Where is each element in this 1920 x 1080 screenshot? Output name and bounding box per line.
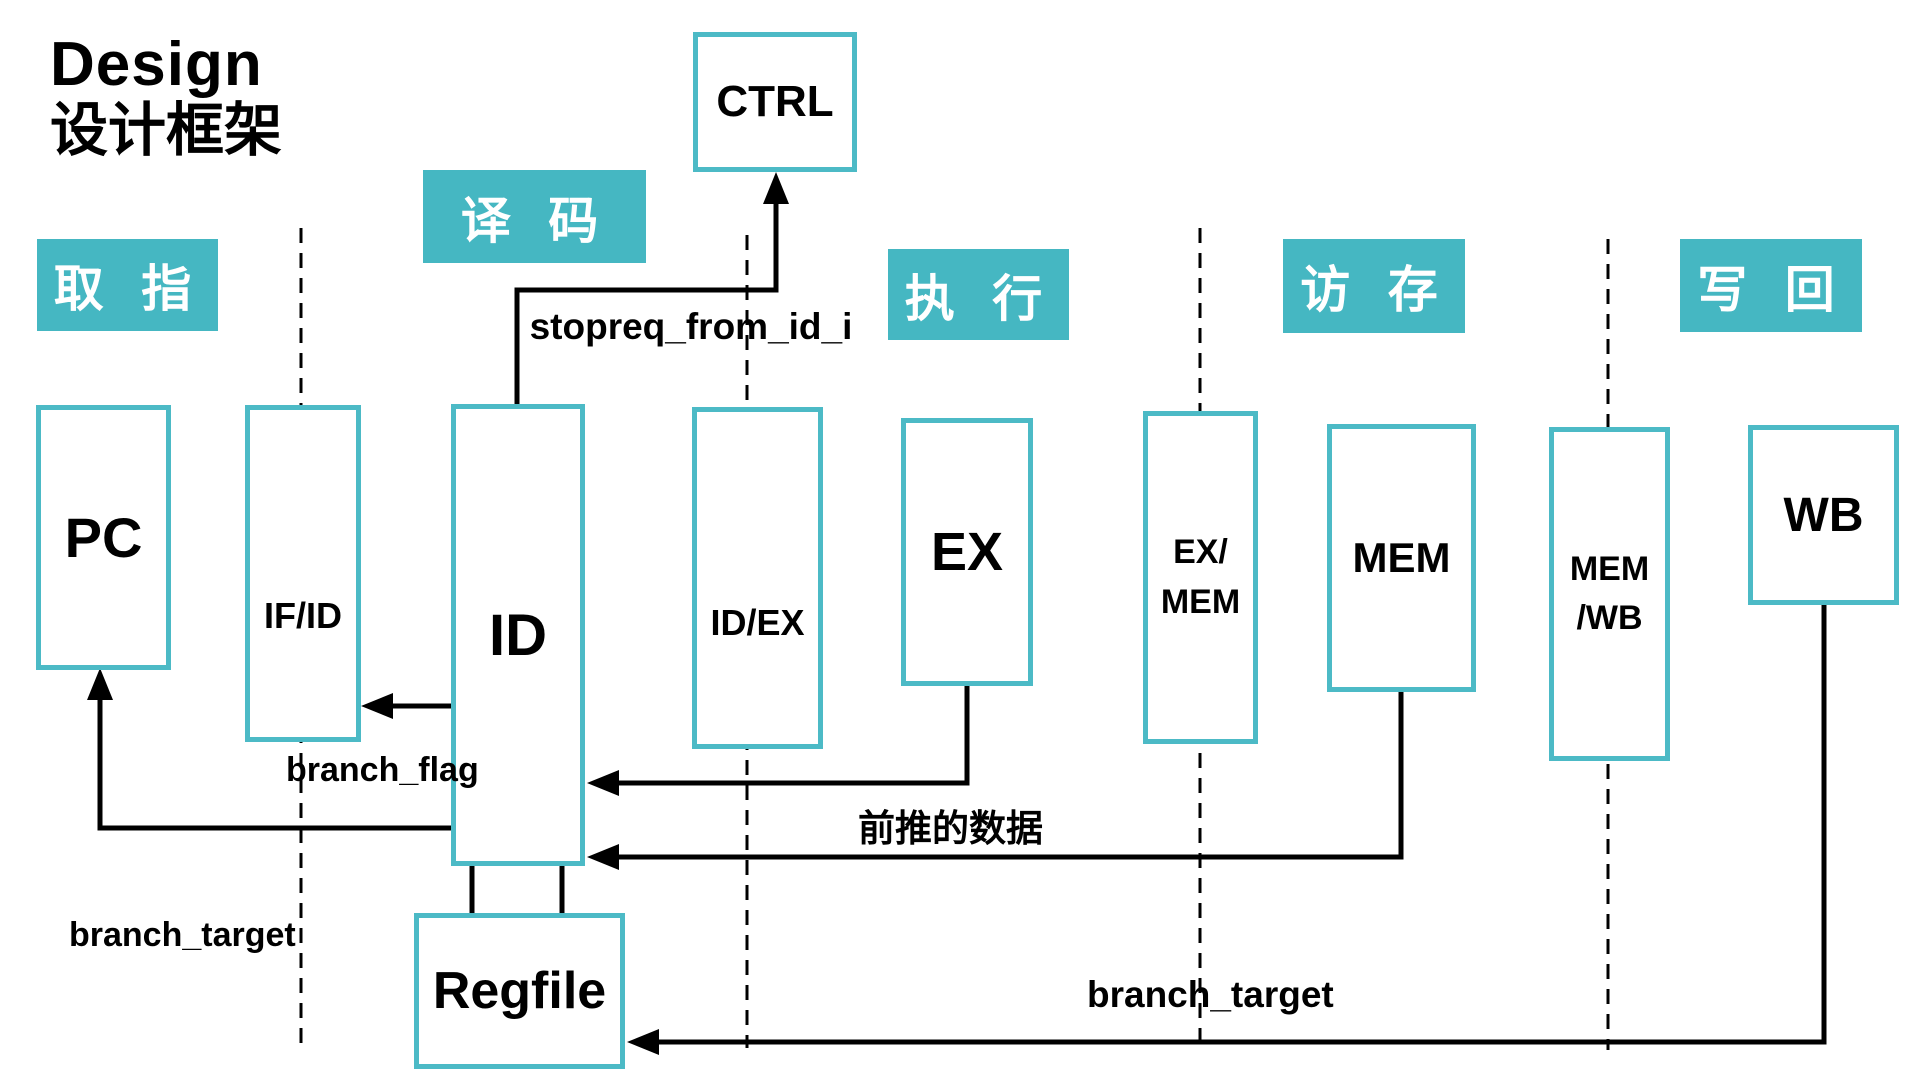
block-pc: PC bbox=[36, 405, 171, 670]
block-if-id-label: IF/ID bbox=[264, 595, 342, 636]
block-id: ID bbox=[451, 404, 585, 866]
signal-label-stopreq-from-id: stopreq_from_id_i bbox=[529, 306, 853, 347]
wire-forward-ex-to-id bbox=[601, 686, 970, 786]
stage-badge-mem-access: 访 存 bbox=[1283, 239, 1465, 333]
arrowhead-into-pc bbox=[87, 668, 113, 700]
slide-title: Design 设计框架 bbox=[50, 30, 282, 164]
block-ex-mem-label-line2: MEM bbox=[1160, 582, 1241, 621]
block-regfile: Regfile bbox=[414, 913, 625, 1069]
block-mem: MEM bbox=[1327, 424, 1476, 692]
block-ex: EX bbox=[901, 418, 1033, 686]
arrowhead-into-id-ex bbox=[587, 770, 619, 796]
block-ex-mem-label: EX/ MEM bbox=[1161, 528, 1240, 627]
wire-forward-mem-to-id bbox=[601, 692, 1404, 860]
stage-badge-execute: 执 行 bbox=[888, 249, 1069, 340]
block-ctrl: CTRL bbox=[693, 32, 857, 172]
title-line-english: Design bbox=[50, 30, 263, 99]
block-regfile-label: Regfile bbox=[432, 962, 607, 1020]
block-id-ex-label: ID/EX bbox=[710, 602, 805, 643]
block-if-id: IF/ID bbox=[245, 405, 361, 742]
signal-label-forwarded-data: 前推的数据 bbox=[858, 806, 1043, 850]
signal-label-branch-target-left: branch_target bbox=[69, 916, 296, 954]
block-mem-wb-label: MEM /WB bbox=[1570, 545, 1649, 644]
arrowhead-into-ctrl bbox=[763, 172, 789, 204]
block-ctrl-label: CTRL bbox=[716, 77, 834, 126]
block-id-label: ID bbox=[489, 602, 547, 668]
wire-branchtarget-id-to-pc bbox=[97, 686, 451, 831]
title-line-chinese: 设计框架 bbox=[50, 98, 283, 164]
block-mem-wb-label-line2: /WB bbox=[1576, 599, 1643, 637]
arrowhead-into-regfile bbox=[627, 1029, 659, 1055]
wire-stopreq-id-to-ctrl bbox=[514, 186, 779, 404]
stage-badge-write-back: 写 回 bbox=[1680, 239, 1862, 332]
block-pc-label: PC bbox=[64, 506, 143, 569]
block-wb-label: WB bbox=[1783, 488, 1864, 542]
block-mem-label: MEM bbox=[1352, 534, 1451, 581]
block-ex-mem: EX/ MEM bbox=[1143, 411, 1258, 744]
signal-wires bbox=[97, 186, 1827, 1045]
stage-badge-decode: 译 码 bbox=[423, 170, 646, 263]
stage-badge-fetch: 取 指 bbox=[37, 239, 218, 331]
arrowhead-into-ifid bbox=[361, 693, 393, 719]
arrow-heads bbox=[87, 172, 789, 1055]
block-mem-wb-label-line1: MEM bbox=[1569, 549, 1650, 588]
signal-label-branch-target-bottom: branch_target bbox=[1087, 974, 1334, 1015]
arrowhead-into-id-mem bbox=[587, 844, 619, 870]
block-mem-wb: MEM /WB bbox=[1549, 427, 1670, 761]
block-ex-mem-label-line1: EX/ bbox=[1173, 533, 1228, 572]
signal-label-branch-flag: branch_flag bbox=[286, 751, 479, 789]
block-id-ex: ID/EX bbox=[692, 407, 823, 749]
block-ex-label: EX bbox=[930, 522, 1004, 582]
block-wb: WB bbox=[1748, 425, 1899, 605]
wire-branchtarget-wb-to-regfile bbox=[641, 605, 1827, 1045]
